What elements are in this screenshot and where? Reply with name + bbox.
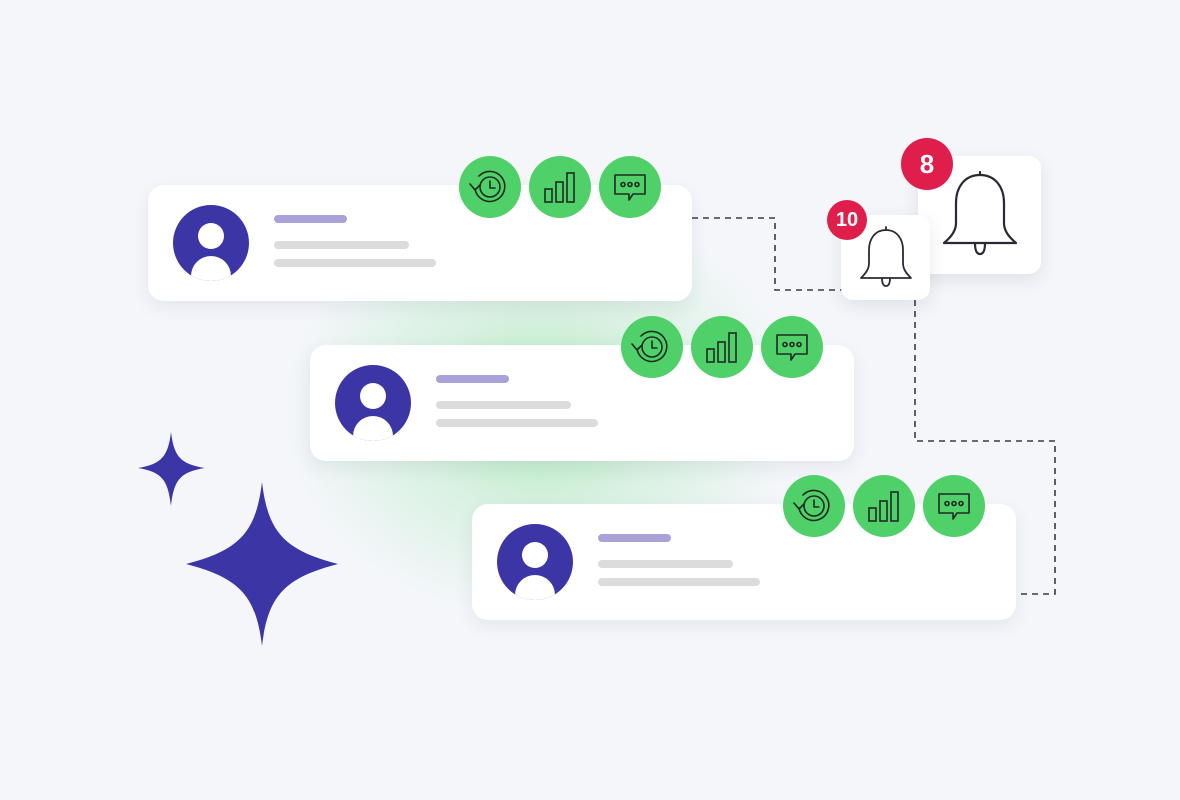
chat-bubble-icon[interactable]: [599, 156, 661, 218]
user-avatar-icon: [173, 205, 249, 281]
history-clock-icon[interactable]: [783, 475, 845, 537]
name-placeholder: [598, 534, 671, 542]
card-3-actions: [783, 475, 985, 537]
bar-chart-icon[interactable]: [853, 475, 915, 537]
bell-icon: [942, 170, 1017, 256]
text-placeholder: [598, 578, 760, 586]
notification-count-badge-small: 10: [827, 200, 867, 240]
card-1-actions: [459, 156, 661, 218]
chat-bubble-icon[interactable]: [761, 316, 823, 378]
name-placeholder: [274, 215, 347, 223]
user-avatar-icon: [335, 365, 411, 441]
text-placeholder: [274, 259, 436, 267]
card-2-actions: [621, 316, 823, 378]
chat-bubble-icon[interactable]: [923, 475, 985, 537]
notification-count-badge-large: 8: [901, 138, 953, 190]
bell-icon: [859, 225, 912, 287]
history-clock-icon[interactable]: [621, 316, 683, 378]
sparkle-small-icon: [138, 432, 205, 506]
sparkle-large-icon: [186, 482, 338, 646]
text-placeholder: [598, 560, 733, 568]
bar-chart-icon[interactable]: [529, 156, 591, 218]
user-avatar-icon: [497, 524, 573, 600]
text-placeholder: [436, 419, 598, 427]
profile-card-3[interactable]: [472, 504, 1016, 620]
history-clock-icon[interactable]: [459, 156, 521, 218]
name-placeholder: [436, 375, 509, 383]
text-placeholder: [436, 401, 571, 409]
bar-chart-icon[interactable]: [691, 316, 753, 378]
profile-card-1[interactable]: [148, 185, 692, 301]
sparkle-decoration: [138, 432, 338, 646]
text-placeholder: [274, 241, 409, 249]
profile-card-2[interactable]: [310, 345, 854, 461]
